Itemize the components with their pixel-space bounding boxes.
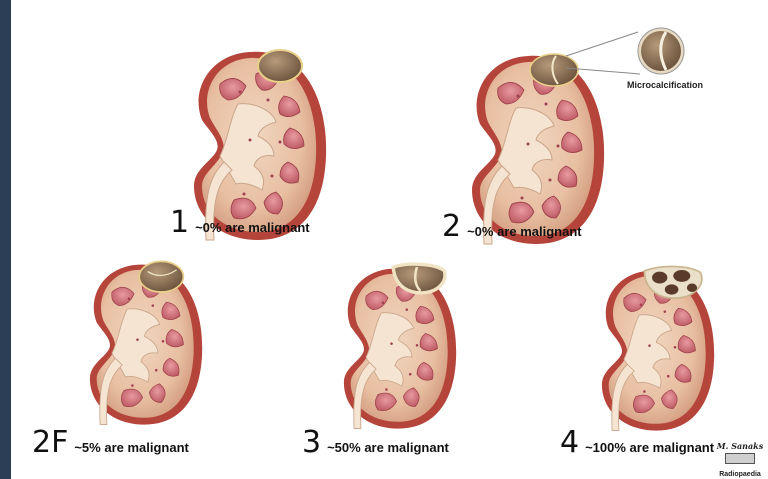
microcalcification-magnifier <box>636 26 686 76</box>
kidney-illustration <box>320 262 480 432</box>
panel-label: 2 ~0% are malignant <box>442 212 582 242</box>
panel-label: 3 ~50% are malignant <box>302 428 449 458</box>
left-accent-bar <box>0 0 11 479</box>
cc-by-nc-sa-badge-icon <box>725 453 755 464</box>
simple-cyst <box>258 50 302 82</box>
panel-label: 4 ~100% are malignant <box>560 428 714 458</box>
malignancy-caption: ~50% are malignant <box>327 440 449 455</box>
malignancy-caption: ~100% are malignant <box>585 440 714 455</box>
bosniak-number: 2 <box>442 212 461 242</box>
bosniak-number: 1 <box>170 208 189 238</box>
microcalcification-label: Microcalcification <box>627 80 703 90</box>
bosniak-number: 3 <box>302 428 321 458</box>
panel-label: 1 ~0% are malignant <box>170 208 310 238</box>
bosniak-number: 4 <box>560 428 579 458</box>
image-credit: M. Sanaks Radiopaedia <box>712 441 768 478</box>
source-name: Radiopaedia <box>712 471 768 478</box>
kidney-illustration <box>66 258 226 428</box>
author-signature: M. Sanaks <box>712 441 768 451</box>
kidney-illustration <box>578 264 738 434</box>
panel-label: 2F ~5% are malignant <box>32 428 189 458</box>
malignancy-caption: ~0% are malignant <box>467 224 582 239</box>
malignancy-caption: ~5% are malignant <box>74 440 189 455</box>
malignancy-caption: ~0% are malignant <box>195 220 310 235</box>
bosniak-number: 2F <box>32 428 68 458</box>
minimally-complex-cyst <box>139 261 183 292</box>
